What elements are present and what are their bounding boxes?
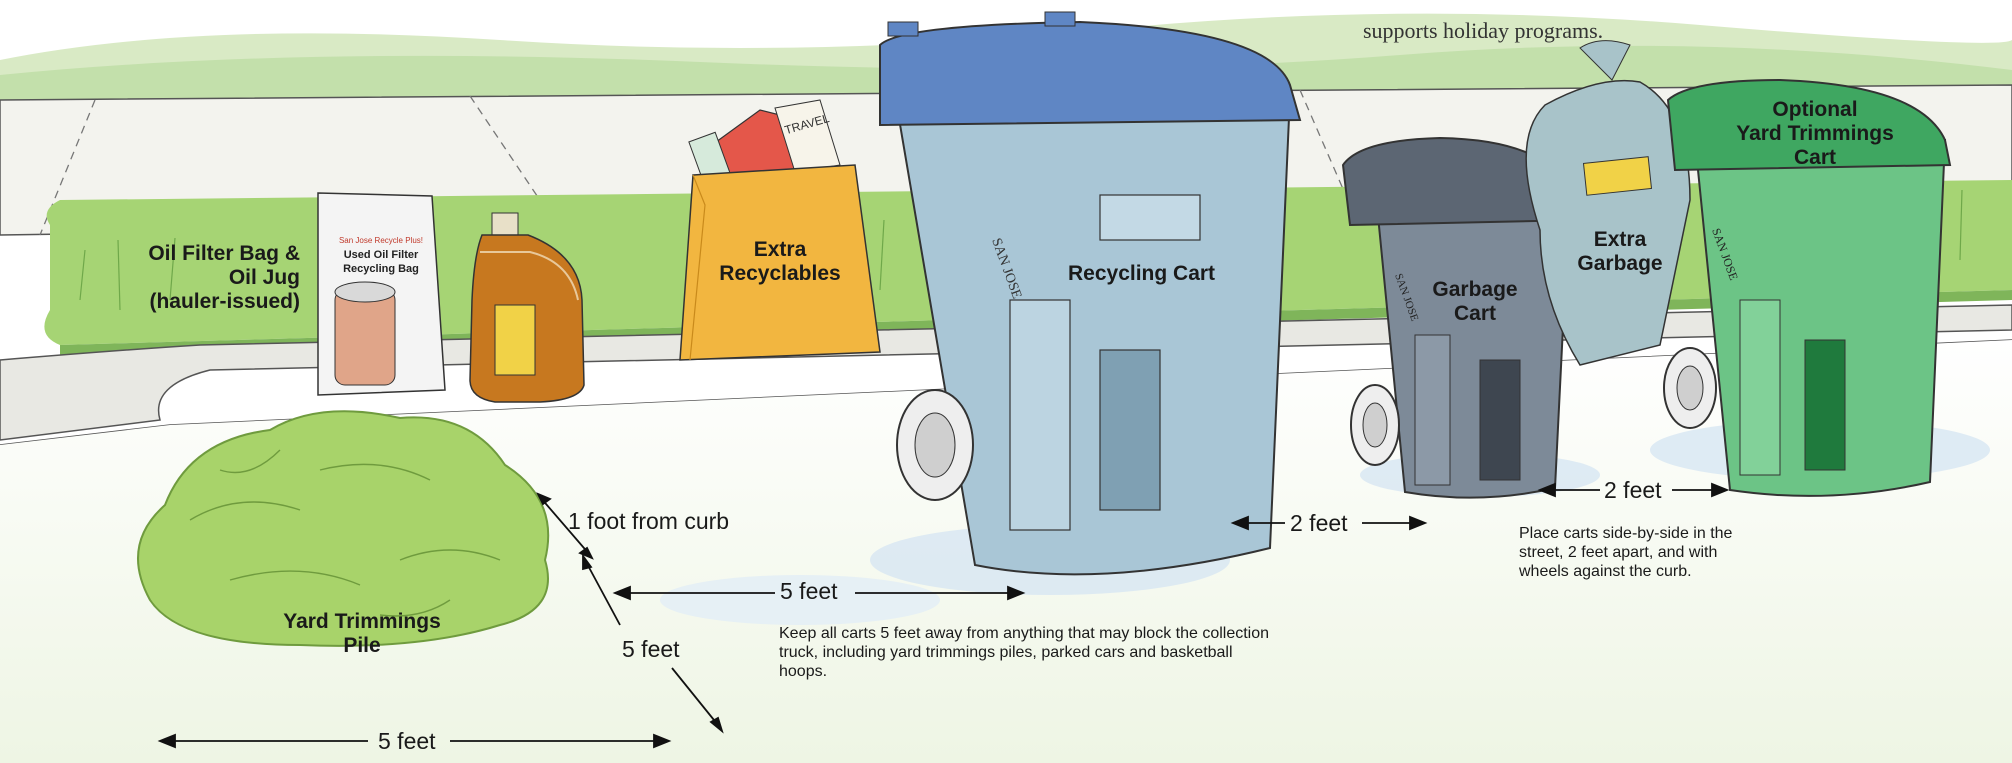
dim-label-5ft-bottom: 5 feet — [378, 728, 436, 754]
bag-print-line1: San Jose Recycle Plus! — [339, 236, 423, 245]
label-extra-garbage: Extra Garbage — [1565, 228, 1675, 276]
dim-label-5ft-to-cart: 5 feet — [780, 578, 838, 604]
label-extra-garbage-line1: Extra — [1565, 228, 1675, 252]
bag-print-line2: Used Oil Filter — [344, 249, 419, 261]
top-fragment-text: supports holiday programs. — [1363, 18, 1603, 44]
dim-label-2ft-a: 2 feet — [1290, 510, 1348, 536]
label-yard-cart-line1: Optional — [1715, 98, 1915, 122]
note-keep-carts-away: Keep all carts 5 feet away from anything… — [779, 624, 1279, 681]
label-oil-filter-line3: (hauler-issued) — [110, 290, 300, 314]
label-yard-cart-line2: Yard Trimmings — [1715, 122, 1915, 146]
label-yard-trimmings-pile: Yard Trimmings Pile — [252, 610, 472, 658]
label-garbage-cart-line1: Garbage — [1420, 278, 1530, 302]
label-oil-filter-line2: Oil Jug — [110, 266, 300, 290]
oil-filter-bag: San Jose Recycle Plus! Used Oil Filter R… — [318, 193, 445, 395]
dim-label-2ft-b: 2 feet — [1604, 477, 1662, 503]
dim-label-5ft-diagonal: 5 feet — [622, 636, 680, 662]
label-yard-cart-line3: Cart — [1715, 146, 1915, 170]
note-place-side-by-side: Place carts side-by-side in the street, … — [1519, 524, 1754, 581]
label-garbage-cart-line2: Cart — [1420, 302, 1530, 326]
recycling-cart: SAN JOSE — [880, 12, 1300, 574]
label-recycling-cart: Recycling Cart — [1068, 262, 1215, 286]
label-yard-pile-line2: Pile — [252, 634, 472, 658]
label-extra-recyclables: Extra Recyclables — [700, 238, 860, 286]
label-yard-pile-line1: Yard Trimmings — [252, 610, 472, 634]
dim-label-curb: 1 foot from curb — [568, 508, 729, 534]
bag-print-line3: Recycling Bag — [343, 263, 419, 275]
label-extra-garbage-line2: Garbage — [1565, 252, 1675, 276]
label-extra-recyclables-line2: Recyclables — [700, 262, 860, 286]
label-oil-filter-line1: Oil Filter Bag & — [110, 242, 300, 266]
label-extra-recyclables-line1: Extra — [700, 238, 860, 262]
label-garbage-cart: Garbage Cart — [1420, 278, 1530, 326]
label-yard-trimmings-cart: Optional Yard Trimmings Cart — [1715, 98, 1915, 170]
label-oil-filter-bag: Oil Filter Bag & Oil Jug (hauler-issued) — [110, 242, 300, 314]
